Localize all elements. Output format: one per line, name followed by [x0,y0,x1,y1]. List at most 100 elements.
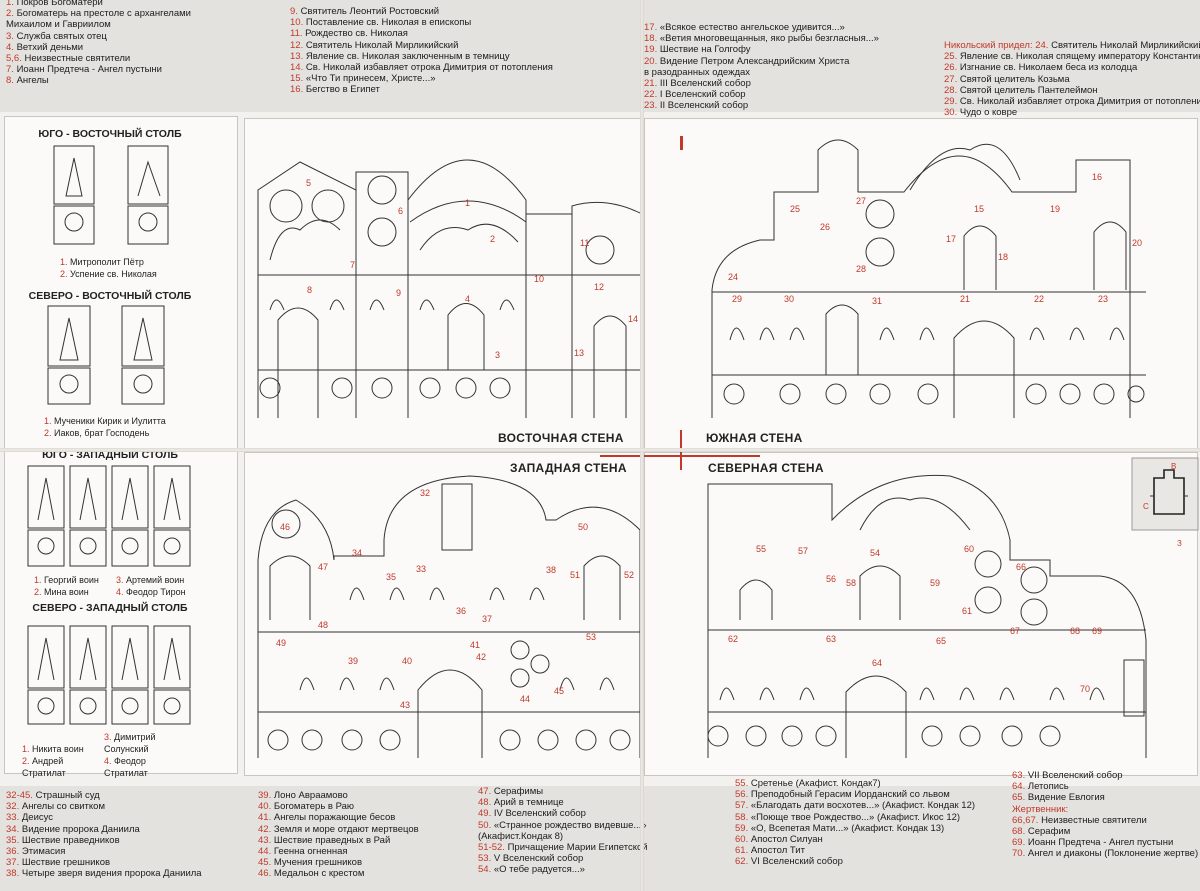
legend-text: Димитрий Солунский [104,732,156,754]
legend-item: 58. «Поюще твое Рождество...» (Акафист. … [735,812,975,823]
legend-item: 50. «Странное рождество видевше...» [478,820,648,831]
plan-dir-left: С [1143,502,1149,511]
legend-number: 32-45. [6,790,36,801]
legend-item: 1. Георгий воин [34,574,116,586]
fresco-marker: 70 [1080,684,1090,694]
legend-number: 25. [944,51,960,63]
fresco-marker: 64 [872,658,882,668]
legend-item: 65. Видение Евлогия [1012,792,1198,803]
legend-item: 18. «Ветия многовещанныя, яко рыбы безгл… [644,33,879,44]
legend-item: Михаилом и Гавриилом [6,19,191,30]
legend-item: 29. Св. Николай избавляет отрока Димитри… [944,96,1200,107]
legend-text: Св. Николай избавляет отрока Димитрия от… [305,62,553,74]
legend-text: Изгнание св. Николаем беса из колодца [959,62,1138,74]
fresco-marker: 63 [826,634,836,644]
legend-text: «Странное рождество видевше...» [493,819,647,831]
legend-number: 24. [1035,40,1052,51]
legend-number: 65. [1012,792,1028,804]
legend-item: 49. IV Вселенский собор [478,808,648,819]
legend-item: 2. Иаков, брат Господень [44,427,166,439]
legend-item: 56. Преподобный Герасим Иорданский со ль… [735,789,975,800]
legend-item: 2. Андрей Стратилат [22,755,104,779]
fresco-marker: 26 [820,222,830,232]
legend-item: 69. Иоанн Предтеча - Ангел пустыни [1012,837,1198,848]
legend-item: 10. Поставление св. Николая в епископы [290,17,553,28]
legend-item: 2. Богоматерь на престоле с архангелами [6,8,191,19]
legend-number: 20. [644,55,660,67]
legend-text: Иоанн Предтеча - Ангел пустыни [16,64,162,76]
legend-item: 4. Феодор Тирон [116,586,198,598]
legend-text: Феодор Тирон [126,587,186,597]
legend-item: 59. «О, Всепетая Мати...» (Акафист. Конд… [735,823,975,834]
fold-vertical [640,0,644,891]
legend-number: 22. [644,89,660,101]
legend-text: Богоматерь на престоле с архангелами [16,8,191,20]
legend-number: 47. [478,786,494,797]
legend-item: 20. Видение Петром Александрийским Христ… [644,56,879,67]
legend-item: 3. Артемий воин [116,574,198,586]
legend-number: 2. [60,269,71,279]
fresco-marker: 65 [936,636,946,646]
legend-text: Иоанн Предтеча - Ангел пустыни [1027,837,1174,849]
plan-direction-labels: В С З [1143,462,1182,548]
fresco-marker: 22 [1034,294,1044,304]
fresco-marker: 10 [534,274,544,284]
legend-text: I Вселенский собор [659,89,746,101]
legend-text: Успение св. Николая [70,269,157,279]
legend-item: 63. VII Вселенский собор [1012,770,1198,781]
fresco-marker: 51 [570,570,580,580]
legend-text: Неизвестные святители [1041,814,1147,826]
legend-item: 3. Служба святых отец [6,31,191,42]
legend-item: 26. Изгнание св. Николаем беса из колодц… [944,62,1200,73]
legend-text: Ангелы со свитком [21,801,105,813]
legend-text: Служба святых отец [16,30,107,42]
legend-number: 55. [735,778,751,789]
se-pillar-title: ЮГО - ВОСТОЧНЫЙ СТОЛБ [38,128,182,140]
fresco-marker: 68 [1070,626,1080,636]
legend-text: Апостол Силуан [750,834,823,846]
legend-text: «Благодать дати восхотев...» (Акафист. К… [750,800,976,812]
legend-text: Этимасия [21,846,66,858]
legend-text: Деисус [21,812,54,824]
legend-top-right-1: 17. «Всякое естество ангельское удивится… [644,22,879,112]
legend-number: 28. [944,84,960,96]
legend-number: 13. [290,50,306,62]
fresco-marker: 60 [964,544,974,554]
legend-text: Явление св. Николая спящему императору К… [959,51,1200,63]
fresco-marker: 30 [784,294,794,304]
legend-item: 1. Митрополит Пётр [60,256,157,268]
legend-number: 7. [6,64,17,76]
legend-number: 43. [258,834,274,846]
fresco-marker: 29 [732,294,742,304]
fresco-marker: 21 [960,294,970,304]
fresco-marker: 27 [856,196,866,206]
fresco-marker: 36 [456,606,466,616]
legend-text: Лоно Авраамово [273,790,348,801]
legend-number: 9. [290,6,301,17]
legend-text: Митрополит Пётр [70,257,144,267]
fresco-marker: 53 [586,632,596,642]
fresco-marker: 16 [1092,172,1102,182]
legend-text: Явление св. Николая заключенным в темниц… [305,50,510,62]
legend-text: II Вселенский собор [659,100,749,112]
fresco-marker: 13 [574,348,584,358]
bottom-legend-band [0,786,1200,891]
legend-item: 17. «Всякое естество ангельское удивится… [644,22,879,33]
fresco-marker: 43 [400,700,410,710]
legend-number: 1. [34,575,45,585]
legend-item: 62. VI Вселенский собор [735,856,975,867]
legend-number: 4. [104,756,115,766]
legend-number: 58. [735,811,751,823]
legend-number: 68. [1012,826,1028,838]
legend-number: 26. [944,62,960,74]
east-wall-drawing [257,159,643,418]
west-wall-drawing [257,475,641,758]
legend-number: 17. [644,22,660,33]
legend-text: Святой целитель Козьма [959,73,1070,85]
legend-text: Медальон с крестом [273,868,365,880]
legend-number: 15. [290,73,306,85]
legend-number: 66,67. [1012,814,1042,826]
se-pillar-drawing [53,145,169,245]
legend-item: 3. Димитрий Солунский [104,731,186,755]
